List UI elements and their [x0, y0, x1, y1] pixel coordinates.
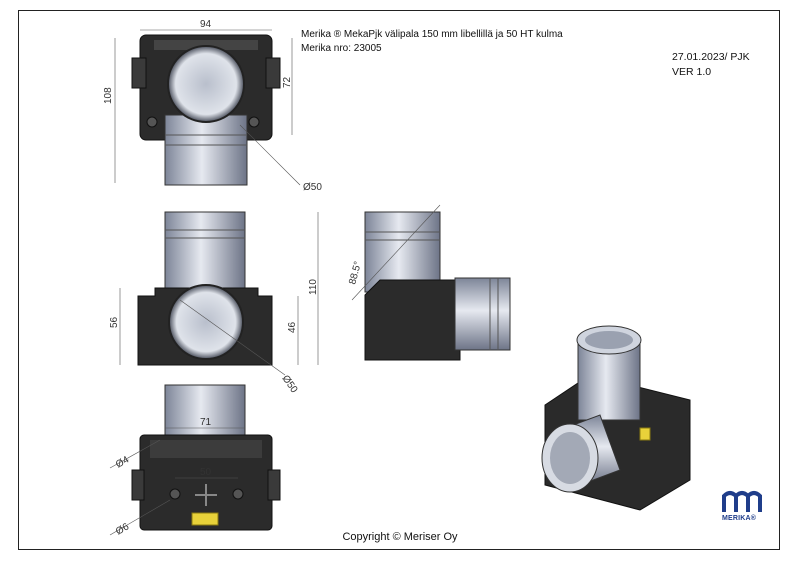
bottom-view: 71 50 Ø4 Ø6 — [109, 384, 281, 538]
dim-top-diameter: Ø50 — [303, 182, 322, 193]
dim-line — [109, 439, 161, 469]
top-view-outlet-pipe — [164, 114, 248, 186]
bottom-view-clip-right — [267, 469, 281, 501]
dim-front-diameter: Ø50 — [280, 373, 300, 395]
side-view-side-pipe — [454, 277, 511, 351]
front-view: 110 56 46 Ø50 — [109, 211, 319, 396]
top-view-bolt — [146, 116, 158, 128]
title-block: Merika ® MekaPjk välipala 150 mm libelli… — [301, 28, 563, 56]
bottom-view-clip-left — [131, 469, 145, 501]
dim-front-height: 110 — [308, 279, 319, 295]
side-view: 88.5° — [347, 204, 511, 361]
merika-logo-text: MERIKA® — [722, 515, 757, 522]
dim-side-angle: 88.5° — [347, 260, 364, 286]
revision-block: 27.01.2023/ PJK VER 1.0 — [672, 50, 750, 80]
merika-logo — [722, 491, 762, 512]
revision-date: 27.01.2023/ PJK — [672, 51, 750, 63]
dim-bottom-width: 71 — [200, 417, 212, 428]
dim-top-height-inner: 72 — [282, 76, 293, 88]
drawing-frame — [18, 10, 780, 550]
top-view-bore — [167, 45, 245, 123]
dim-line — [179, 299, 286, 376]
dim-line — [109, 499, 171, 536]
copyright-text: Copyright © Meriser Oy — [342, 531, 458, 543]
bottom-view-pipe — [164, 384, 246, 436]
revision-version: VER 1.0 — [672, 66, 712, 78]
merika-logo-mark — [722, 491, 762, 512]
top-view: 94 108 72 Ø50 — [103, 19, 322, 193]
top-view-clip-left — [131, 57, 147, 89]
top-view-clip-right — [265, 57, 281, 89]
dim-bottom-hole-small: Ø4 — [114, 454, 131, 470]
bottom-view-top-rib — [150, 440, 262, 458]
dim-line — [351, 204, 441, 301]
dim-line — [239, 124, 301, 186]
bottom-view-bolt-right — [232, 488, 244, 500]
dim-front-right: 46 — [287, 321, 298, 333]
dim-top-width: 94 — [200, 19, 212, 30]
dim-front-left: 56 — [109, 316, 120, 328]
bottom-view-bolt-left — [169, 488, 181, 500]
side-view-upper-pipe — [364, 211, 441, 293]
front-view-upper-pipe — [164, 211, 246, 293]
side-view-housing — [364, 279, 461, 361]
isometric-view — [541, 325, 691, 511]
top-view-bolt — [248, 116, 260, 128]
product-title: Merika ® MekaPjk välipala 150 mm libelli… — [301, 29, 563, 40]
product-number: Merika nro: 23005 — [301, 43, 382, 54]
bottom-view-level-vial — [191, 512, 219, 526]
iso-view-upper-bore — [585, 331, 633, 349]
iso-view-level-vial — [639, 427, 651, 441]
dim-top-height-outer: 108 — [103, 87, 114, 104]
front-view-bore — [168, 284, 244, 360]
iso-view-side-bore — [550, 432, 590, 484]
dim-bottom-spacing: 50 — [200, 467, 212, 478]
